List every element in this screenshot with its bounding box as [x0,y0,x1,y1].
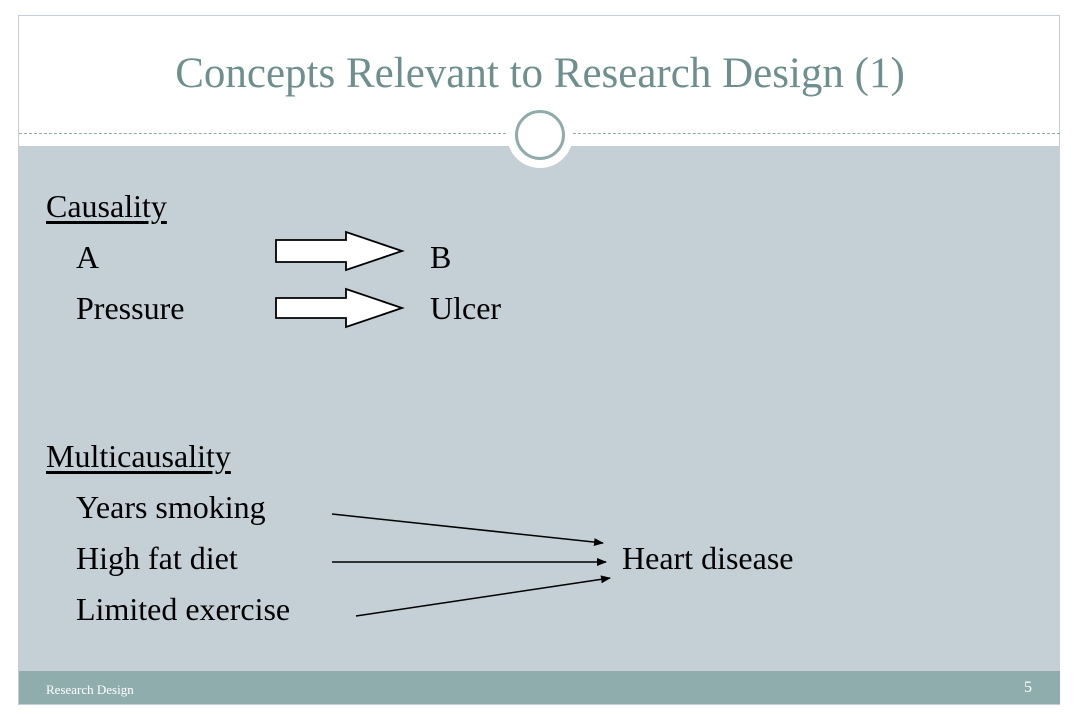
cause-years-smoking: Years smoking [76,489,266,525]
causality-effect-ulcer: Ulcer [430,290,502,326]
cause-high-fat-diet: High fat diet [76,540,238,576]
block-arrow-a-to-b [275,230,405,272]
causality-heading: Causality [46,188,167,224]
decorative-circle-ring [515,110,565,160]
causality-cause-pressure: Pressure [76,290,185,326]
page-number: 5 [1024,679,1032,696]
block-arrow-pressure-to-ulcer [275,287,405,329]
arrow-limited-exercise [355,575,611,617]
cause-limited-exercise: Limited exercise [76,591,291,627]
content-band [19,146,1060,671]
slide-title: Concepts Relevant to Research Design (1) [175,50,905,97]
causality-effect-b: B [430,239,452,275]
footer-band [19,671,1060,704]
causality-cause-a: A [76,239,100,275]
arrow-years-smoking [331,513,604,547]
multicausality-heading: Multicausality [46,438,231,474]
footer-text: Research Design [46,682,134,697]
effect-heart-disease: Heart disease [622,540,794,576]
